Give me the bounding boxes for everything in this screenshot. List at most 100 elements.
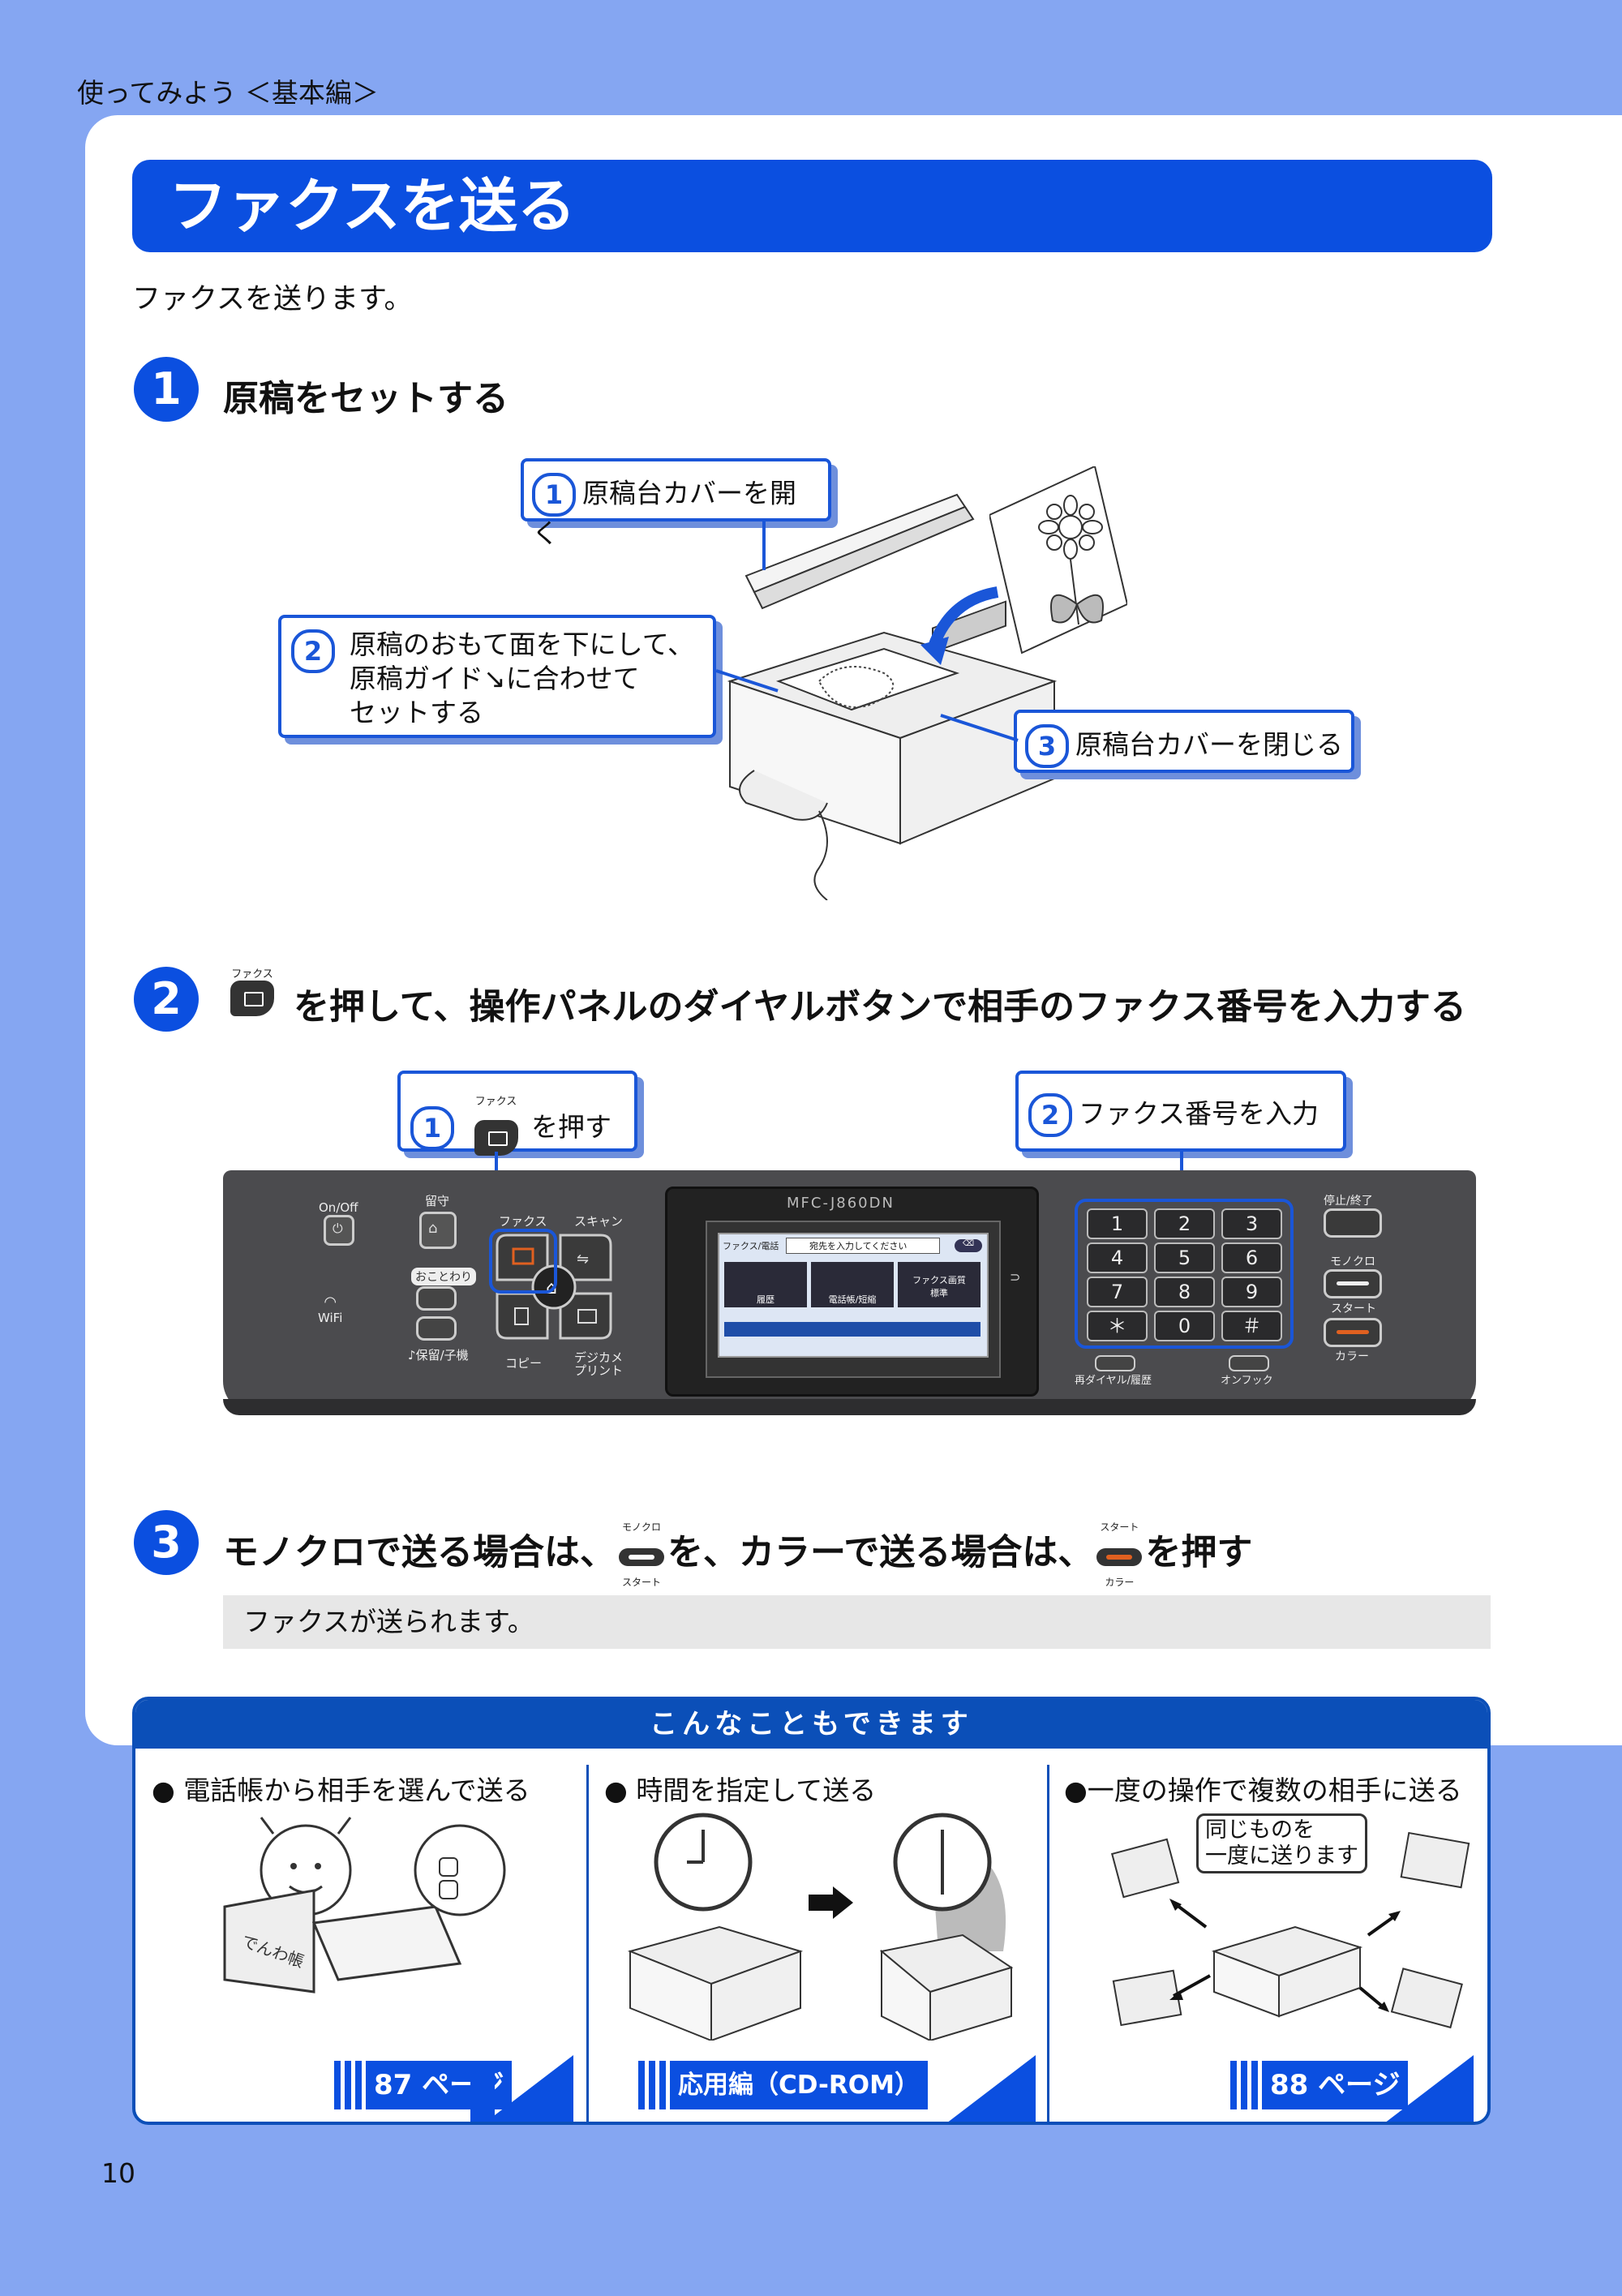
okotowari-label: おことわり: [411, 1268, 476, 1285]
page-number: 10: [101, 2157, 135, 2189]
step-2-text: を押して、操作パネルのダイヤルボタンで相手のファクス番号を入力する: [294, 986, 1466, 1028]
hold-label: ♪保留/子機: [408, 1348, 469, 1363]
feature-box: こんなこともできます ● 電話帳から相手を選んで送る でんわ帳 87 ページ ●…: [132, 1697, 1491, 2125]
callout-number: 1: [532, 473, 576, 517]
mono-label: モノクロ: [1330, 1255, 1375, 1268]
timer-illustration: [627, 1813, 1014, 2041]
nfc-icon: ⊃: [1010, 1269, 1021, 1285]
callout-line: 原稿ガイド↘に合わせて: [350, 663, 640, 694]
intro-text: ファクスを送ります。: [132, 283, 413, 315]
key-8[interactable]: 8: [1154, 1277, 1215, 1307]
page-tag-arrow: [946, 2055, 1036, 2122]
key-6[interactable]: 6: [1221, 1242, 1282, 1273]
color-start-key-icon: スタートカラー: [1096, 1520, 1143, 1589]
feature-timer-link[interactable]: 応用編（CD-ROM）: [638, 2061, 928, 2109]
step1-callout-2: 2 原稿のおもて面を下にして、 原稿ガイド↘に合わせて セットする: [278, 615, 716, 738]
color-label: カラー: [1335, 1350, 1369, 1363]
step-3-text-c: を押す: [1145, 1531, 1253, 1573]
onhook-label: オンフック: [1221, 1375, 1273, 1387]
redial-label: 再ダイヤル/履歴: [1075, 1375, 1152, 1387]
wifi-icon: ◠: [324, 1294, 337, 1311]
page-ref-cd-rom[interactable]: 応用編（CD-ROM）: [670, 2061, 928, 2109]
color-start-button[interactable]: [1324, 1318, 1382, 1347]
key-graphic: [619, 1548, 664, 1566]
hold-button[interactable]: [416, 1316, 457, 1341]
fax-key-icon: ファクス: [474, 1085, 518, 1156]
callout-text: 原稿台カバーを開く: [532, 477, 796, 550]
mono-start-button[interactable]: [1324, 1269, 1382, 1298]
key-star[interactable]: ＊: [1087, 1311, 1148, 1341]
fax-key-graphic: [230, 981, 274, 1016]
bubble-line: 同じものを: [1205, 1817, 1315, 1843]
callout-number: 1: [410, 1106, 454, 1151]
key-3[interactable]: 3: [1221, 1208, 1282, 1239]
step-3-text-b: を、カラーで送る場合は、: [667, 1531, 1094, 1573]
broadcast-illustration: [1110, 1831, 1470, 2029]
dial-keypad: 1 2 3 4 5 6 7 8 9 ＊ 0 ＃: [1087, 1208, 1285, 1341]
feature-broadcast-link[interactable]: 88 ページ: [1230, 2061, 1409, 2109]
key-hash[interactable]: ＃: [1221, 1311, 1282, 1341]
page-tag-arrow: [1384, 2055, 1474, 2122]
step-3-number: 3: [134, 1510, 199, 1575]
breadcrumb: 使ってみよう ＜基本編＞: [77, 77, 379, 109]
rusu-button[interactable]: ⌂: [419, 1212, 457, 1249]
key-5[interactable]: 5: [1154, 1242, 1215, 1273]
wifi-label: WiFi: [318, 1311, 343, 1325]
printer-illustration: [727, 493, 1058, 900]
svg-text:⇋: ⇋: [577, 1251, 589, 1268]
key-2[interactable]: 2: [1154, 1208, 1215, 1239]
content-panel: [85, 115, 1622, 1745]
key-4[interactable]: 4: [1087, 1242, 1148, 1273]
stop-button[interactable]: [1324, 1208, 1382, 1238]
fax-key-graphic: [474, 1119, 518, 1156]
result-message: ファクスが送られます。: [223, 1595, 1491, 1649]
scan-mode-label: スキャン: [574, 1214, 624, 1229]
lcd-quality-button[interactable]: ファクス画質 標準: [898, 1262, 980, 1307]
column-divider: [586, 1765, 589, 2122]
broadcast-bubble: 同じものを 一度に送ります: [1196, 1813, 1367, 1873]
wifi-indicator: ◠ WiFi: [318, 1294, 342, 1325]
key-bottom-label: スタート: [621, 1577, 661, 1588]
page-ref-88[interactable]: 88 ページ: [1262, 2061, 1409, 2109]
step2-callout-1: 1 ファクス を押す: [397, 1071, 637, 1156]
on-off-label: On/Off: [319, 1200, 358, 1215]
key-bottom-label: カラー: [1105, 1577, 1135, 1588]
stop-label: 停止/終了: [1324, 1195, 1373, 1208]
copy-mode-label: コピー: [505, 1356, 543, 1371]
callout-text: ファクス番号を入力: [1079, 1097, 1319, 1130]
step-2-number: 2: [134, 967, 199, 1032]
fax-key-label: ファクス: [474, 1096, 517, 1108]
key-1[interactable]: 1: [1087, 1208, 1148, 1239]
page-title: ファクスを送る: [132, 160, 1492, 252]
lcd-backspace-icon[interactable]: ⌫: [955, 1239, 982, 1252]
lcd-tab[interactable]: ファクス/電話: [723, 1241, 779, 1251]
redial-button[interactable]: [1095, 1355, 1135, 1371]
home-phone-icon: ⌂: [428, 1220, 438, 1237]
power-icon: ⏻: [333, 1221, 343, 1236]
callout-text: 原稿台カバーを閉じる: [1075, 728, 1343, 761]
column-divider: [1047, 1765, 1049, 2122]
start-label: スタート: [1331, 1302, 1376, 1315]
fax-key-icon: ファクス: [230, 965, 274, 1016]
fax-button-highlight[interactable]: [489, 1229, 557, 1294]
okotowari-button[interactable]: [416, 1286, 457, 1311]
power-button[interactable]: ⏻: [324, 1215, 354, 1246]
lcd-input[interactable]: 宛先を入力してください: [786, 1238, 940, 1254]
feature-header: こんなこともできます: [135, 1700, 1487, 1749]
callout-number: 2: [291, 629, 335, 673]
lcd-scrollbar[interactable]: [724, 1322, 980, 1337]
keypad-highlight: [1075, 1199, 1294, 1349]
key-9[interactable]: 9: [1221, 1277, 1282, 1307]
key-0[interactable]: 0: [1154, 1311, 1215, 1341]
key-7[interactable]: 7: [1087, 1277, 1148, 1307]
onhook-button[interactable]: [1229, 1355, 1269, 1371]
control-panel-edge: [223, 1399, 1476, 1415]
callout-number: 3: [1025, 724, 1069, 768]
page-tag-fill: [470, 2061, 495, 2122]
lcd-history-button[interactable]: 履歴: [724, 1262, 807, 1307]
step-3-text: モノクロで送る場合は、モノクロスタートを、カラーで送る場合は、スタートカラーを押…: [223, 1520, 1252, 1589]
lcd-phonebook-button[interactable]: 電話帳/短縮: [811, 1262, 894, 1307]
